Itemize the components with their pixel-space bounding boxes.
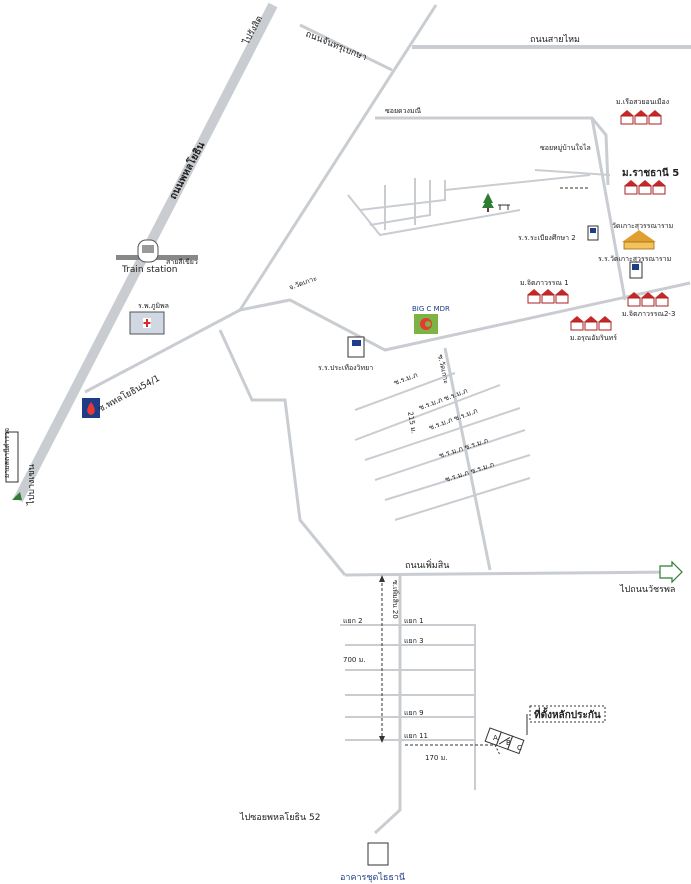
side-soi-6 xyxy=(394,477,531,521)
label-train-station: Train station xyxy=(121,265,177,275)
house-icon xyxy=(527,110,669,331)
label-plot-b: B xyxy=(506,739,511,747)
police-box xyxy=(5,431,19,483)
label-big-c: BIG C MDR xyxy=(412,305,450,313)
phermsin-road xyxy=(344,570,679,577)
label-phahon-road: ถนนพหลโยธิน xyxy=(166,139,207,201)
label-building: อาคารชุดไธธานี xyxy=(340,872,405,883)
building-icon xyxy=(367,842,389,866)
village-road xyxy=(590,117,627,301)
soi-phermsin-20 xyxy=(373,575,402,835)
side-soi-5 xyxy=(384,454,531,501)
village-internal-3 xyxy=(369,180,431,226)
soi-watko-vertical xyxy=(443,347,492,571)
label-village-jira1: ม.จิตภาวรรณ 1 xyxy=(520,279,569,287)
side-soi-3 xyxy=(364,407,521,461)
bigc-logo-icon xyxy=(414,314,438,334)
label-school-prachasit: ร.ร.ประเทืองวิทยา xyxy=(318,364,373,372)
label-road-phermsin: ถนนเพิ่มสิน xyxy=(405,558,449,571)
label-dist-170: 170 ม. xyxy=(425,754,447,762)
label-school-1: ร.ร.ระเบียงศึกษา 2 xyxy=(518,233,576,242)
label-yaek2: แยก 2 xyxy=(343,617,363,625)
label-dist-215: 215 ม. xyxy=(406,411,418,434)
main-diagonal-road xyxy=(238,4,438,311)
map-labels: ถนนจันทรุเบกษา ถนนสายไหม ไปรังสิต ถนนพหล… xyxy=(3,14,679,883)
label-yaek9: แยก 9 xyxy=(404,709,424,717)
label-skytrain: สายสีเขียว xyxy=(166,258,198,266)
temple-icon xyxy=(622,230,656,250)
label-soi-phermsin20: ซ.เพิ่มสิน 20 xyxy=(391,580,400,619)
tree-icon xyxy=(482,193,510,212)
label-village-rachtanee5: ม.ราชธานี 5 xyxy=(622,167,679,179)
label-site: ที่ตั้งหลักประกัน xyxy=(534,707,601,721)
village-internal-5 xyxy=(534,169,611,176)
label-school-2: ร.ร.วัดเกาะสุวรรณาราม xyxy=(598,255,671,263)
label-road-saimai: ถนนสายไหม xyxy=(530,34,580,45)
soi-phahon-54-1 xyxy=(84,281,691,394)
label-plot-a: A xyxy=(493,734,498,742)
label-soi-watko: จ.วัดเกาะ xyxy=(288,274,318,292)
soi-duangmani xyxy=(375,116,610,186)
label-to-watcharaphon: ไปถนนวัชรพล xyxy=(619,584,675,595)
label-to-bangkhen: ไปบางเขน xyxy=(26,464,37,506)
label-soi-banyailai: ซอยหมู่บ้านใจไล xyxy=(540,143,591,152)
site-plot xyxy=(484,705,606,755)
label-yaek1: แยก 1 xyxy=(404,617,424,625)
label-yaek11: แยก 11 xyxy=(404,732,428,740)
label-soi-phahon54: ซ.พหลโยธิน54/1 xyxy=(96,373,161,415)
village-internal-2 xyxy=(359,180,446,211)
dimension-markers xyxy=(379,187,590,756)
label-plot-c: C xyxy=(517,744,522,752)
label-village-aroon: ม.อรุณอัมรินทร์ xyxy=(570,334,617,342)
label-yaek3: แยก 3 xyxy=(404,637,424,645)
label-temple: วัดเกาะสุวรรณาราม xyxy=(612,222,673,230)
side-soi-2 xyxy=(354,384,501,441)
label-village-rueangsiri: ม.เรือสวยอนเมือง xyxy=(616,98,669,106)
label-road-prueksa: ถนนจันทรุเบกษา xyxy=(304,30,368,64)
arrow-icon xyxy=(12,492,683,584)
label-hospital: ร.พ.ภูมิพล xyxy=(138,302,169,310)
label-village-jira23: ม.จิตภาวรรณ2-3 xyxy=(622,310,675,318)
train-station-icon xyxy=(116,239,198,263)
village-internal-1 xyxy=(347,194,521,237)
label-soi-a: ซ.ร.ม.ภ xyxy=(393,371,419,387)
chanthrupeksa-road xyxy=(299,23,393,72)
side-soi-1 xyxy=(354,372,456,411)
village-internal-4 xyxy=(444,174,591,191)
hospital-icon xyxy=(129,311,165,335)
label-soi-c: ซ.ร.ม.ภ ซ.ร.ม.ภ xyxy=(428,407,479,432)
ptt-station-icon xyxy=(82,398,100,418)
school-flag-icon xyxy=(347,225,643,358)
label-to-phahon52: ไปซอยพหลโยธิน 52 xyxy=(239,812,320,823)
connector-road-west xyxy=(218,329,347,576)
yaek-1-road xyxy=(400,624,476,790)
label-dist-700: 700 ม. xyxy=(343,656,365,664)
label-soi-duangmani: ซอยดวงมณี xyxy=(385,107,422,115)
side-soi-4 xyxy=(374,429,526,481)
label-police: ยามสถานีตำรวจ xyxy=(3,428,11,478)
